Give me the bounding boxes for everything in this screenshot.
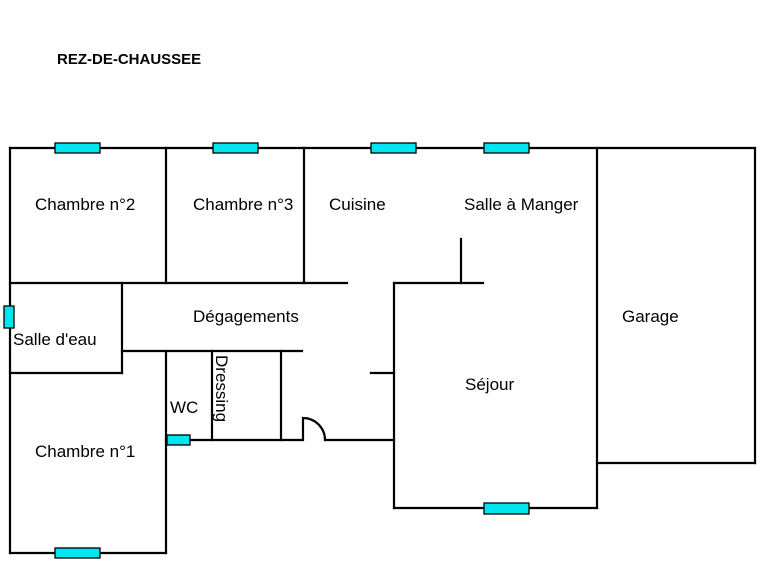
window-salle-a-manger (483, 142, 530, 154)
window-cuisine (370, 142, 417, 154)
label-wc: WC (170, 398, 198, 417)
label-degagements: Dégagements (193, 307, 299, 326)
label-cuisine: Cuisine (329, 195, 386, 214)
label-chambre1: Chambre n°1 (35, 442, 135, 461)
window-sejour (483, 502, 530, 515)
label-salle-a-manger: Salle à Manger (464, 195, 579, 214)
window-chambre3 (212, 142, 259, 154)
label-dressing: Dressing (212, 355, 231, 422)
plan-title: REZ-DE-CHAUSSEE (57, 51, 201, 68)
door-arc (301, 416, 327, 442)
label-garage: Garage (622, 307, 679, 326)
label-salle-deau: Salle d'eau (13, 330, 97, 349)
label-chambre3: Chambre n°3 (193, 195, 293, 214)
window-salle-eau (3, 305, 15, 329)
windows (3, 142, 530, 559)
window-chambre1 (54, 547, 101, 559)
label-chambre2: Chambre n°2 (35, 195, 135, 214)
label-sejour: Séjour (465, 375, 514, 394)
window-chambre2 (54, 142, 101, 154)
window-wc (166, 434, 191, 446)
